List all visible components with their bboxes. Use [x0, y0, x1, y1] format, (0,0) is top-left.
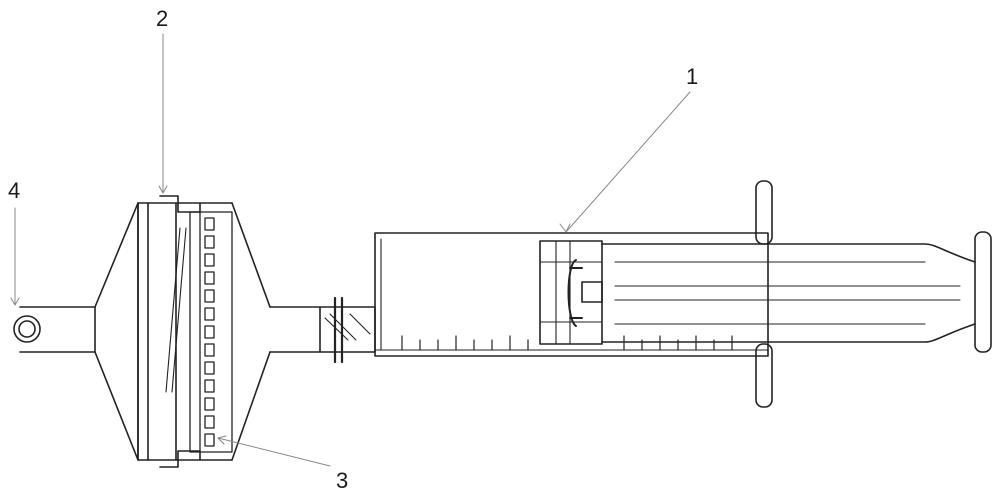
- filter-membrane: [189, 211, 233, 453]
- callout-label-2: 2: [156, 6, 169, 31]
- syringe-barrel: [374, 180, 773, 408]
- leader-line-3: [217, 437, 331, 467]
- callout-label-4: 4: [8, 178, 21, 203]
- filter-housing: [94, 195, 271, 468]
- leader-lines: [10, 33, 691, 467]
- callout-label-1: 1: [686, 64, 699, 89]
- callout-label-3: 3: [336, 468, 349, 493]
- inlet-port: [13, 306, 96, 353]
- leader-line-1: [565, 91, 691, 233]
- plunger: [539, 231, 992, 353]
- luer-coupling: [269, 296, 376, 364]
